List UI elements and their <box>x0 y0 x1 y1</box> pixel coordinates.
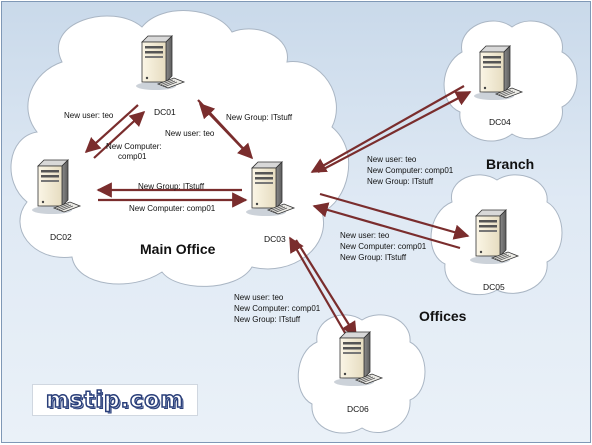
dc05-label: DC05 <box>483 282 505 292</box>
offices-title: Offices <box>419 308 467 324</box>
label-dc01-dc03-user: New user: teo <box>165 129 215 138</box>
label-dc04-user: New user: teo <box>367 155 417 164</box>
replication-arrows <box>84 85 472 339</box>
label-dc06-computer: New Computer: comp01 <box>234 304 321 313</box>
label-dc05-user: New user: teo <box>340 231 390 240</box>
label-dc01-dc02-computer-value: comp01 <box>118 152 147 161</box>
dc04-cloud <box>443 20 578 142</box>
main-office-title: Main Office <box>140 241 216 257</box>
label-dc05-group: New Group: ITstuff <box>340 253 407 262</box>
arrow-dc05-to-dc03 <box>312 202 461 250</box>
arrow-dc03-to-dc06 <box>295 239 357 338</box>
label-dc04-group: New Group: ITstuff <box>367 177 434 186</box>
logo-text: mstip.com <box>45 387 185 414</box>
branch-title: Branch <box>486 156 534 172</box>
label-dc05-computer: New Computer: comp01 <box>340 242 427 251</box>
arrow-dc03-to-dc05 <box>319 192 470 240</box>
arrow-dc04-to-dc03 <box>310 85 465 173</box>
arrow-dc03-to-dc04 <box>317 91 472 173</box>
label-dc06-user: New user: teo <box>234 293 284 302</box>
label-dc04-computer: New Computer: comp01 <box>367 166 454 175</box>
dc01-label: DC01 <box>154 107 176 117</box>
arrow-dc02-to-dc01 <box>93 110 146 159</box>
dc04-label: DC04 <box>489 117 511 127</box>
label-dc06-group: New Group: ITstuff <box>234 315 301 324</box>
label-dc01-dc02-computer: New Computer: <box>106 142 162 151</box>
arrow-dc06-to-dc03 <box>289 236 349 339</box>
dc02-label: DC02 <box>50 232 72 242</box>
dc06-label: DC06 <box>347 404 369 414</box>
dc03-label: DC03 <box>264 234 286 244</box>
label-dc01-dc02-user: New user: teo <box>64 111 114 120</box>
label-dc02-dc03-group: New Group: ITstuff <box>138 182 205 191</box>
label-dc01-dc03-group: New Group: ITstuff <box>226 113 293 122</box>
mstip-logo: mstip.com <box>32 384 198 416</box>
arrow-dc03-to-dc01 <box>198 102 247 153</box>
label-dc02-dc03-computer: New Computer: comp01 <box>129 204 216 213</box>
